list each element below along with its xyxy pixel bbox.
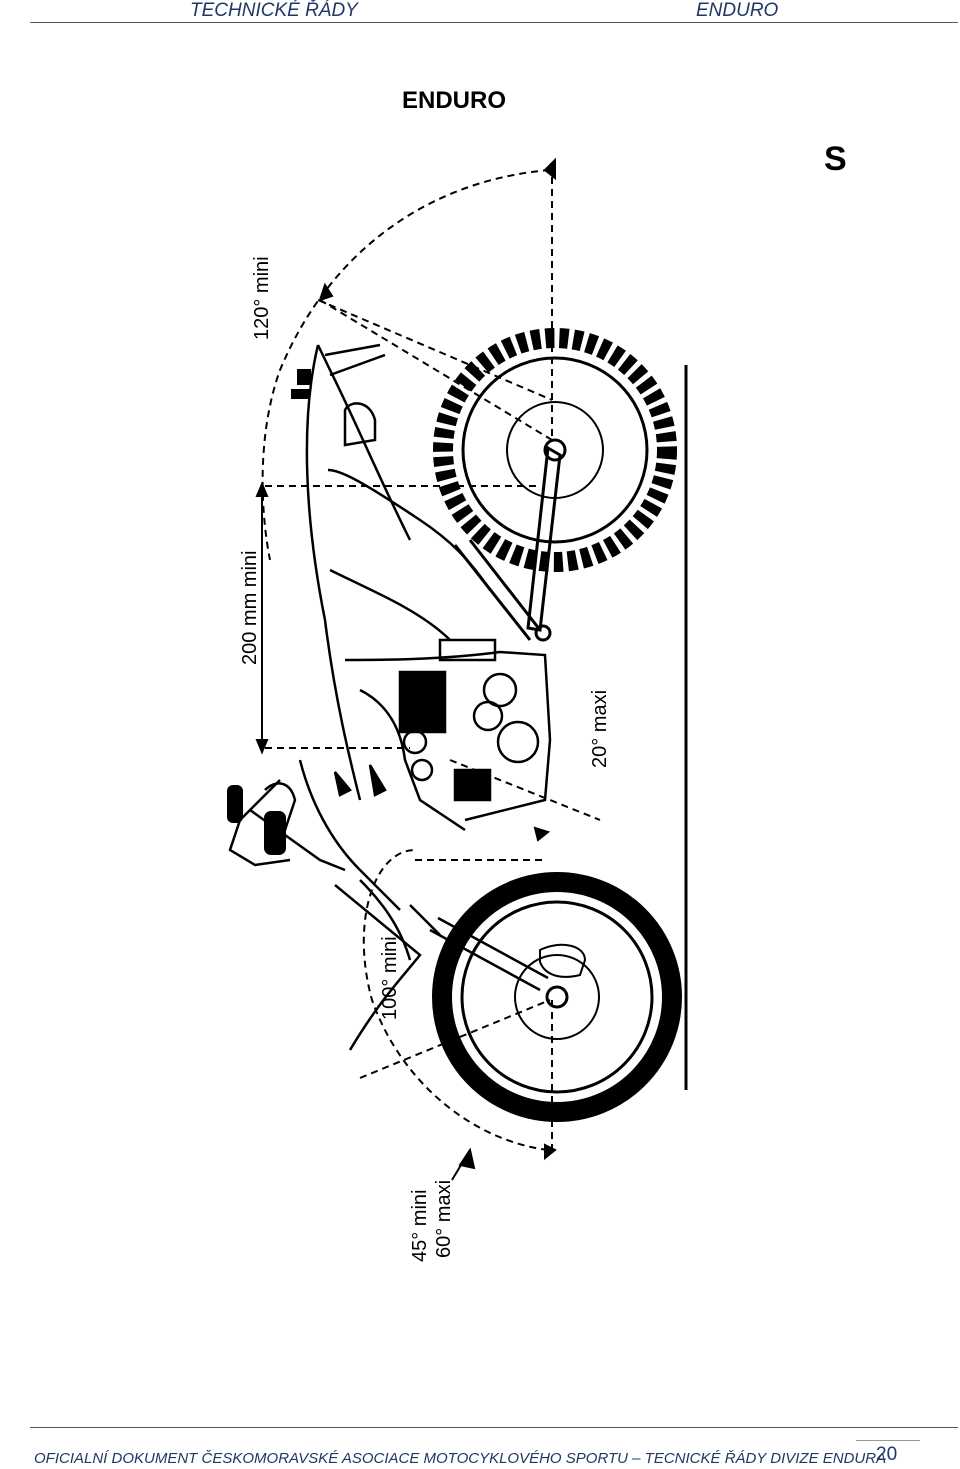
header-left: TECHNICKÉ ŘÁDY xyxy=(190,0,358,21)
footer-text: OFICIALNÍ DOKUMENT ČESKOMORAVSKÉ ASOCIAC… xyxy=(34,1450,887,1467)
page-number-rule xyxy=(856,1440,920,1441)
construction-lines xyxy=(261,165,601,1151)
handlebar xyxy=(227,369,311,855)
diagram-title: ENDURO xyxy=(402,87,506,114)
label-angle-rear: 120° mini xyxy=(251,256,273,340)
label-angle-mid: 20° maxi xyxy=(589,690,611,768)
label-angle-front-max: 60° maxi xyxy=(433,1180,455,1258)
class-letter: S xyxy=(824,140,847,178)
label-angle-front-min: 45° mini xyxy=(409,1190,431,1262)
rear-wheel xyxy=(433,328,677,572)
engine xyxy=(333,638,540,802)
label-angle-front: 100° mini xyxy=(379,936,401,1020)
page-number: 20 xyxy=(876,1444,898,1465)
header-rule xyxy=(30,22,958,23)
label-length-seat: 200 mm mini xyxy=(239,551,261,665)
dimension-arrows xyxy=(255,157,557,1181)
header-right: ENDURO xyxy=(696,0,779,21)
front-wheel xyxy=(432,872,682,1122)
enduro-diagram: ENDURO S xyxy=(227,87,847,1262)
page-header: TECHNICKÉ ŘÁDY ENDURO xyxy=(0,0,960,24)
footer-rule xyxy=(30,1427,958,1428)
